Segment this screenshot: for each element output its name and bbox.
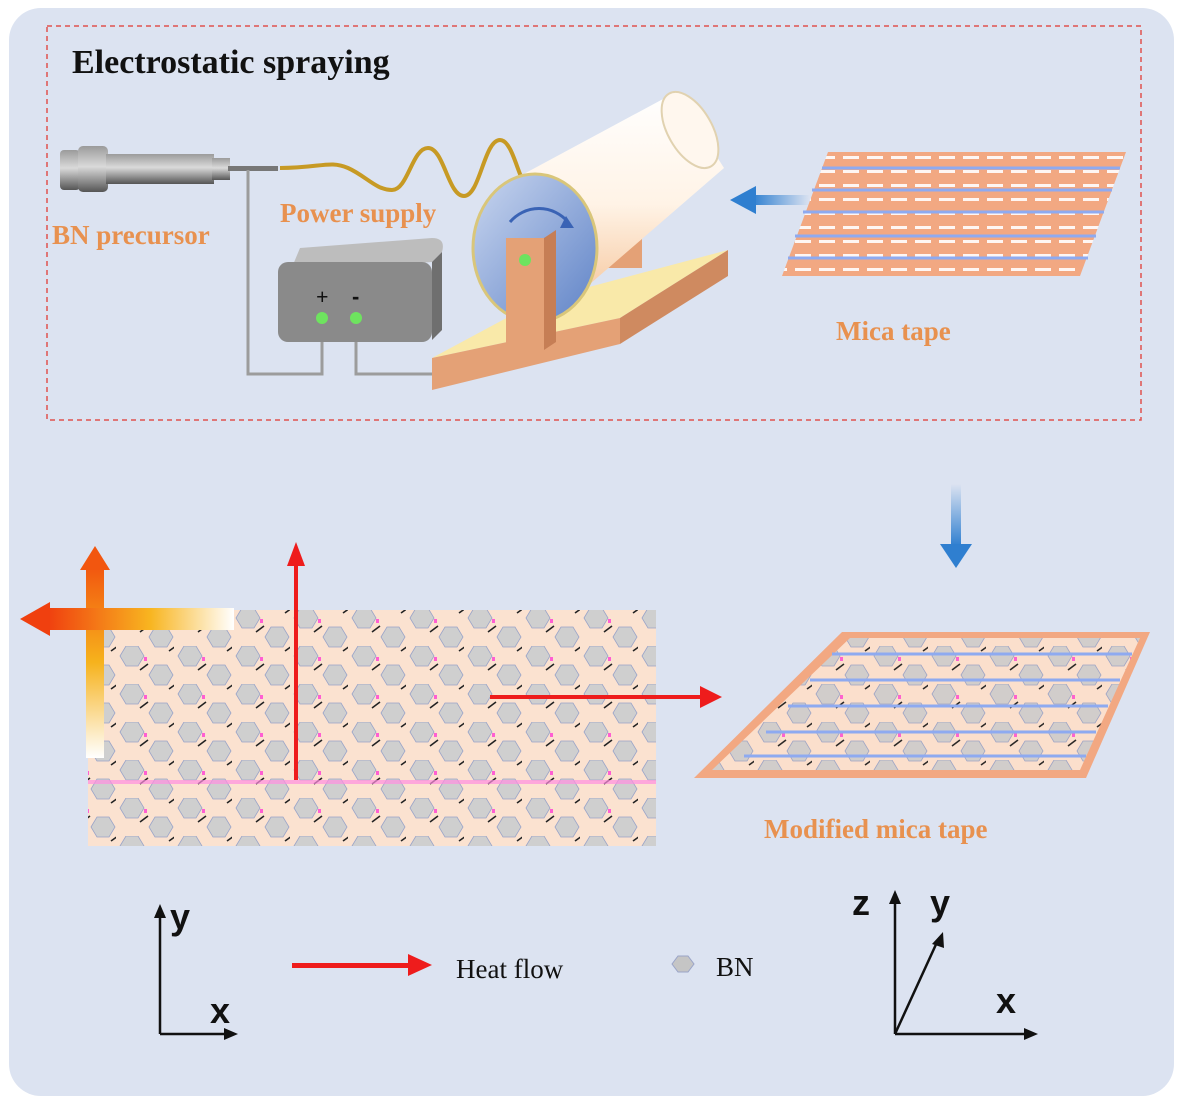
axes-2d	[158, 916, 226, 1036]
bn-hexagon-icon	[671, 955, 695, 973]
heat-flow-arrows	[287, 542, 722, 780]
heat-flow-legend-line	[292, 963, 410, 968]
heat-flow-legend-arrowhead	[408, 954, 432, 976]
axis3d-y-label: y	[930, 882, 951, 923]
front-support	[506, 230, 556, 350]
power-supply-box-icon	[278, 238, 443, 342]
axes-3d	[893, 902, 1026, 1036]
in-plane-heat-arrows	[20, 546, 234, 758]
x3d-axis-arrowhead	[1024, 1028, 1038, 1040]
z-axis-arrowhead	[889, 890, 901, 904]
modified-mica-tape-icon	[694, 632, 1150, 778]
x-axis-arrowhead	[224, 1028, 238, 1040]
heat-flow-legend-label: Heat flow	[456, 954, 564, 984]
y-axis-arrowhead	[154, 904, 166, 918]
diagram-title: Electrostatic spraying	[72, 44, 390, 81]
modified-mica-tape-label: Modified mica tape	[764, 814, 988, 844]
axis2d-x-label: x	[210, 990, 231, 1031]
electrostatic-spraying-frame	[46, 25, 1142, 421]
power-supply-label: Power supply	[280, 198, 437, 228]
feed-arrow-shaft	[752, 195, 810, 205]
axis3d-z-label: z	[852, 882, 870, 923]
bn-legend-label: BN	[716, 952, 754, 982]
minus-terminal-label: -	[352, 284, 359, 309]
axis2d-y-label: y	[170, 896, 191, 937]
process-arrow-shaft	[951, 484, 961, 546]
process-arrow-head	[940, 544, 972, 568]
feed-arrow-head	[730, 186, 756, 214]
mica-tape-icon	[782, 152, 1126, 276]
gold-coil-wire	[279, 137, 538, 199]
axis3d-x-label: x	[996, 980, 1017, 1021]
bn-precursor-label: BN precursor	[52, 220, 210, 250]
bn-hexagon-layer	[88, 610, 656, 846]
spray-nozzle-icon	[60, 146, 278, 192]
plus-terminal-label: +	[316, 284, 329, 309]
mica-tape-label: Mica tape	[836, 316, 951, 346]
interlayer-line	[88, 780, 656, 784]
y3d-axis-arrowhead	[932, 932, 944, 948]
